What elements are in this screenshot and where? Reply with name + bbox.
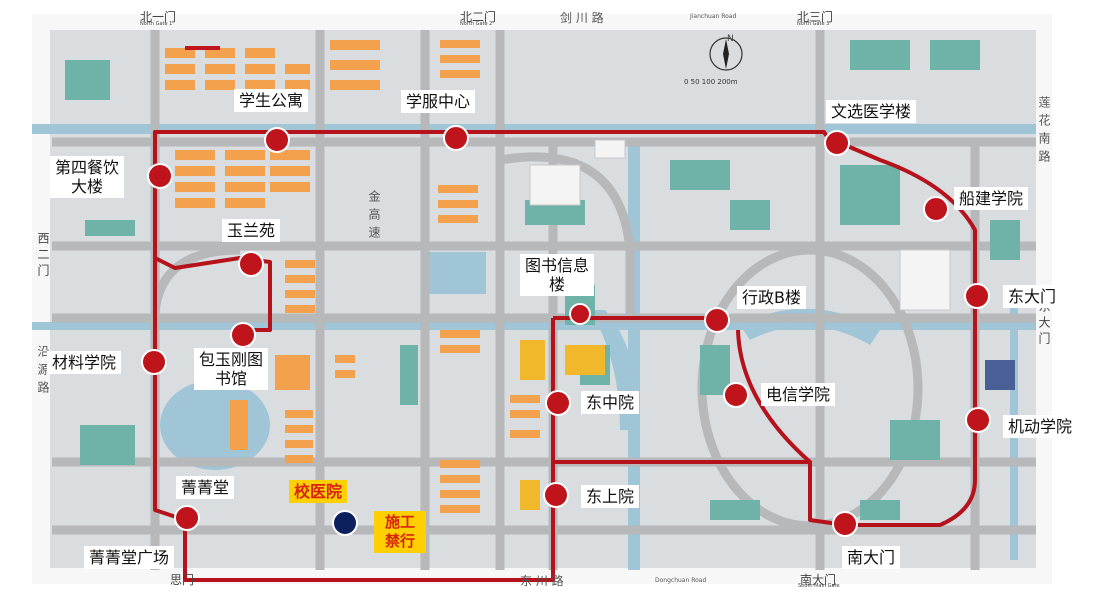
gate-north1-en: North Gate 1 (140, 21, 173, 27)
gate-south-main-en: South Main Gate (798, 583, 840, 589)
label-xuefu-zhongxin: 学服中心 (401, 90, 476, 113)
label-jidong-xueyuan: 机动学院 (1003, 415, 1078, 438)
buildings-gray (529, 139, 951, 311)
stop-nandamen[interactable] (832, 511, 858, 537)
stop-dongzhongyuan[interactable] (545, 390, 571, 416)
buildings-orange (165, 40, 540, 513)
building-marker (185, 46, 220, 50)
stop-dongshangyuan[interactable] (543, 482, 569, 508)
label-tushuxinxi: 图书信息楼 (520, 254, 594, 296)
label-di4canyin: 第四餐饮大楼 (50, 156, 124, 198)
gate-west2: 西二门 (36, 232, 50, 280)
gate-north1: 北一门 (140, 10, 177, 24)
gate-north3-en: North Gate 3 (797, 21, 830, 27)
building-blue (985, 360, 1015, 390)
gate-north2: 北二门 (460, 10, 497, 24)
route-stops[interactable] (141, 125, 991, 537)
label-dongzhongyuan: 东中院 (581, 391, 640, 414)
gate-east-side: 东大门 (1037, 300, 1051, 348)
road-jianchuan-en: Jianchuan Road (690, 13, 737, 20)
label-hospital: 校医院 (289, 480, 348, 503)
road-lianhua: 莲花南路 (1037, 96, 1051, 168)
gate-north2-en: North Gate 2 (460, 21, 493, 27)
stop-chuanjian-xueyuan[interactable] (923, 196, 949, 222)
stop-xingzheng-b[interactable] (704, 307, 730, 333)
road-jianchuan: 剑 川 路 (560, 11, 604, 25)
stop-jidong-xueyuan[interactable] (965, 407, 991, 433)
gate-south-main: 南大门 (800, 573, 837, 587)
compass-icon (709, 37, 743, 71)
stop-wenxuan-yixuelou[interactable] (824, 130, 850, 156)
hospital-marker[interactable] (332, 510, 358, 536)
stop-xuesheng-gongyu[interactable] (264, 127, 290, 153)
label-wenxuan-yixuelou: 文选医学楼 (826, 100, 917, 123)
stop-tushuxinxi[interactable] (569, 303, 591, 325)
road-dongchuan-en: Dongchuan Road (655, 577, 707, 584)
label-cailiao: 材料学院 (47, 351, 122, 374)
label-baoyugang: 包玉刚图书馆 (194, 348, 268, 390)
road-xiyuan: 沿源路 (36, 345, 50, 399)
stop-yulanyuan[interactable] (238, 251, 264, 277)
stop-jingjingtang[interactable] (174, 505, 200, 531)
label-nandamen: 南大门 (842, 546, 901, 569)
buildings-yellow (520, 340, 605, 510)
label-jingjingtang-guangchang: 菁菁堂广场 (84, 546, 175, 569)
label-diancin-xueyuan: 电信学院 (761, 383, 836, 406)
compass-north-label: N (727, 34, 734, 44)
label-yulanyuan: 玉兰苑 (222, 219, 281, 242)
label-xingzheng-b: 行政B楼 (737, 286, 806, 309)
label-chuanjian-xueyuan: 船建学院 (954, 187, 1029, 210)
road-dongchuan: 东 川 路 (520, 574, 564, 588)
stop-xuefu-zhongxin[interactable] (443, 125, 469, 151)
label-construction: 施工禁行 (374, 511, 426, 553)
stop-di4canyin[interactable] (147, 163, 173, 189)
stop-dongdamen[interactable] (964, 283, 990, 309)
label-dongshangyuan: 东上院 (581, 485, 640, 508)
label-dongdamen: 东大门 (1003, 285, 1062, 308)
stop-baoyugang[interactable] (230, 322, 256, 348)
label-xuesheng-gongyu: 学生公寓 (234, 89, 309, 112)
label-jingjingtang: 菁菁堂 (176, 476, 235, 499)
gate-south-small: 思门 (170, 573, 195, 587)
stop-cailiao[interactable] (141, 349, 167, 375)
stop-diancin-xueyuan[interactable] (723, 382, 749, 408)
gate-north3: 北三门 (797, 10, 834, 24)
road-jingao: 金高速 (367, 190, 381, 244)
map-scale: 0 50 100 200m (684, 78, 738, 86)
